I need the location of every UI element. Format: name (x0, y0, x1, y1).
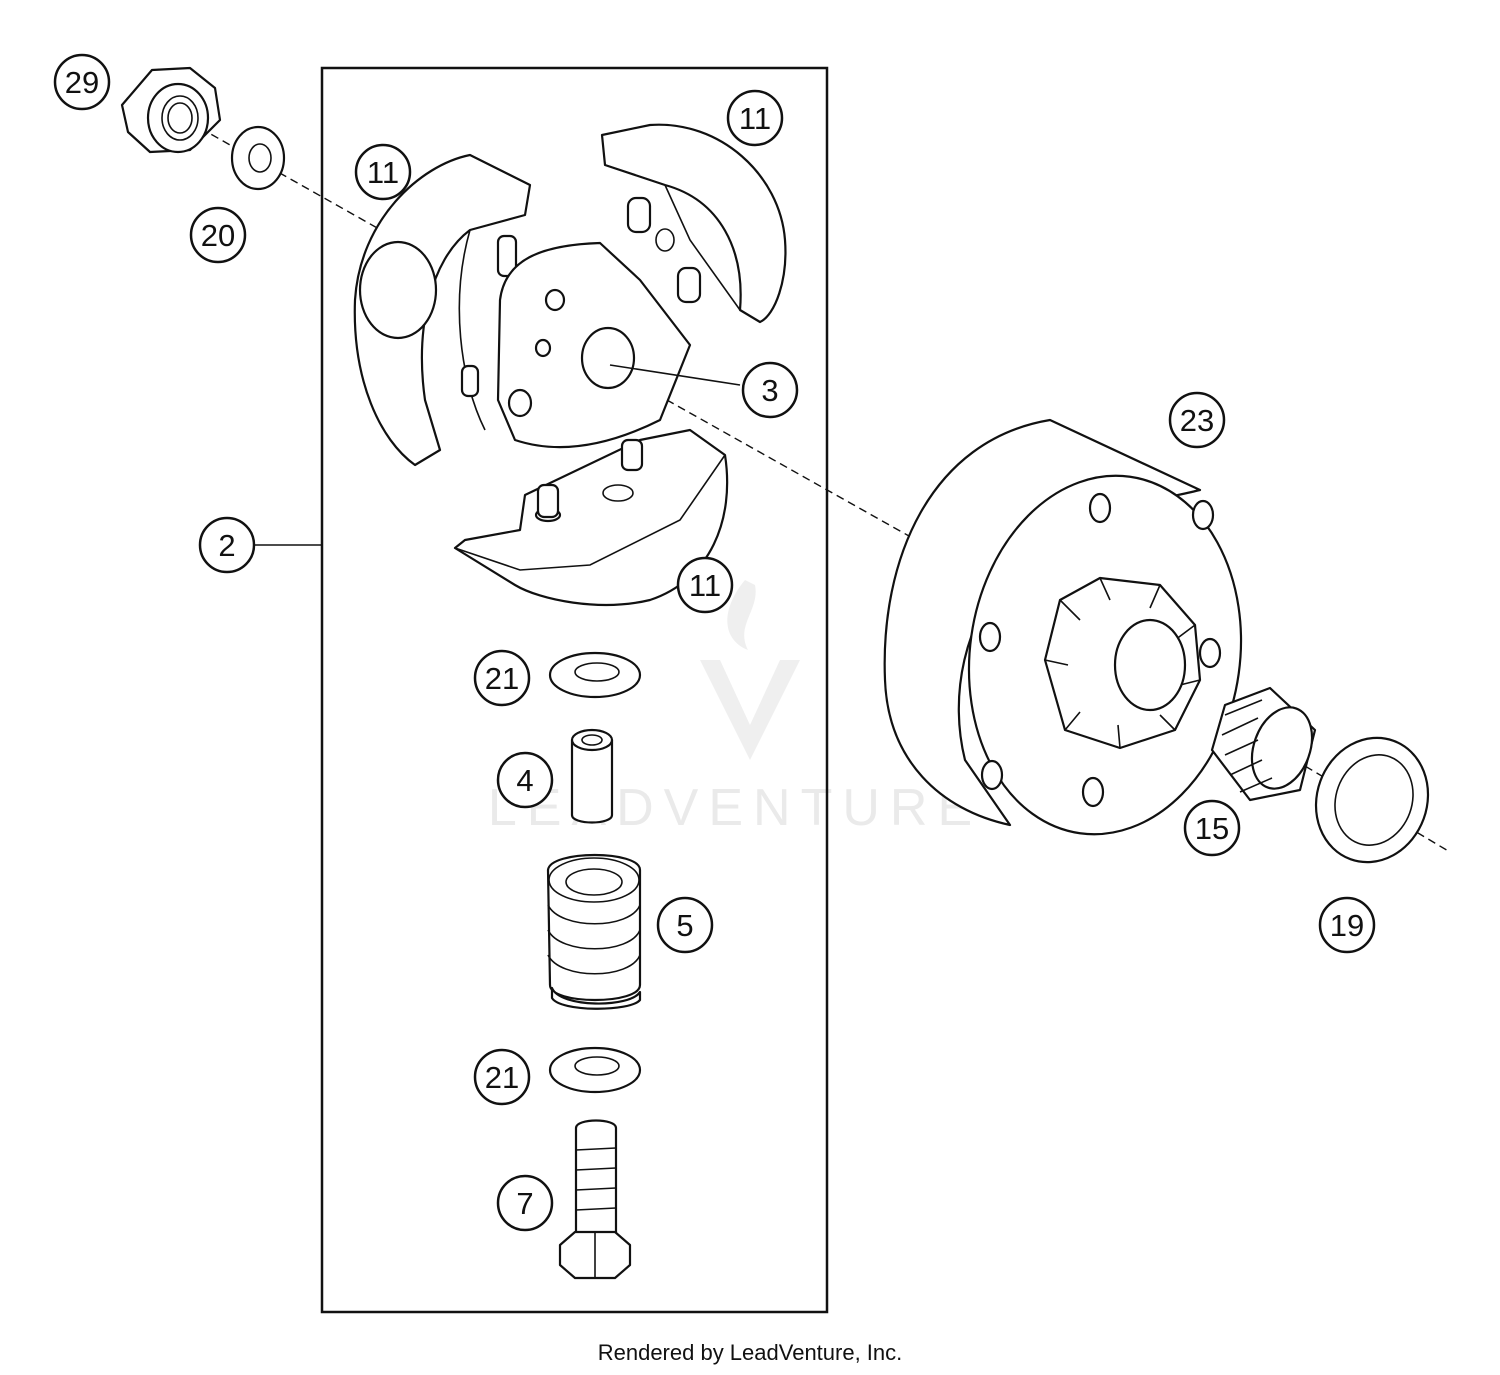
clutch-spring (546, 853, 642, 1010)
washer (230, 125, 286, 191)
svg-text:5: 5 (676, 908, 693, 943)
clutch-hub (496, 241, 692, 449)
watermark-text: LEADVENTURE (488, 779, 982, 837)
callout-5[interactable]: 5 (656, 896, 714, 954)
svg-text:20: 20 (201, 218, 235, 253)
callout-11-left[interactable]: 11 (354, 143, 412, 201)
svg-text:11: 11 (739, 101, 771, 136)
callout-21-bottom[interactable]: 21 (473, 1048, 531, 1106)
callout-21-top[interactable]: 21 (473, 649, 531, 707)
clutch-shoe-top-right (600, 123, 787, 324)
flange-nut (120, 66, 222, 154)
callout-3[interactable]: 3 (741, 361, 799, 419)
thrust-washer (1314, 736, 1430, 864)
callout-19[interactable]: 19 (1318, 896, 1376, 954)
sleeve (570, 728, 614, 824)
svg-text:2: 2 (218, 528, 235, 563)
assembly-box (320, 66, 829, 1314)
clutch-shoe-left (353, 153, 532, 467)
callout-7[interactable]: 7 (496, 1174, 554, 1232)
svg-text:7: 7 (516, 1186, 533, 1221)
callout-4[interactable]: 4 (496, 751, 554, 809)
svg-text:23: 23 (1180, 403, 1214, 438)
svg-text:4: 4 (516, 763, 533, 798)
svg-text:11: 11 (689, 568, 721, 603)
svg-text:21: 21 (485, 1060, 519, 1095)
callout-2[interactable]: 2 (198, 516, 256, 574)
leadventure-watermark: LEADVENTURE (488, 580, 982, 837)
needle-bearing (1210, 686, 1317, 802)
clutch-drum (883, 418, 1243, 836)
svg-text:29: 29 (65, 65, 99, 100)
callout-20[interactable]: 20 (189, 206, 247, 264)
leader-lines (609, 364, 741, 386)
svg-text:3: 3 (761, 373, 778, 408)
washer-bottom (548, 1046, 642, 1094)
svg-text:15: 15 (1195, 811, 1229, 846)
svg-text:19: 19 (1330, 908, 1364, 943)
clutch-shoe-bottom (453, 428, 729, 606)
callout-29[interactable]: 29 (53, 53, 111, 111)
svg-text:21: 21 (485, 661, 519, 696)
washer-top (548, 651, 642, 699)
callout-23[interactable]: 23 (1168, 391, 1226, 449)
bolt (558, 1119, 632, 1280)
callout-11-bottom[interactable]: 11 (676, 556, 734, 614)
svg-text:11: 11 (367, 155, 399, 190)
callout-15[interactable]: 15 (1183, 799, 1241, 857)
callout-11-top-right[interactable]: 11 (726, 89, 784, 147)
footer-credit: Rendered by LeadVenture, Inc. (597, 1340, 903, 1365)
